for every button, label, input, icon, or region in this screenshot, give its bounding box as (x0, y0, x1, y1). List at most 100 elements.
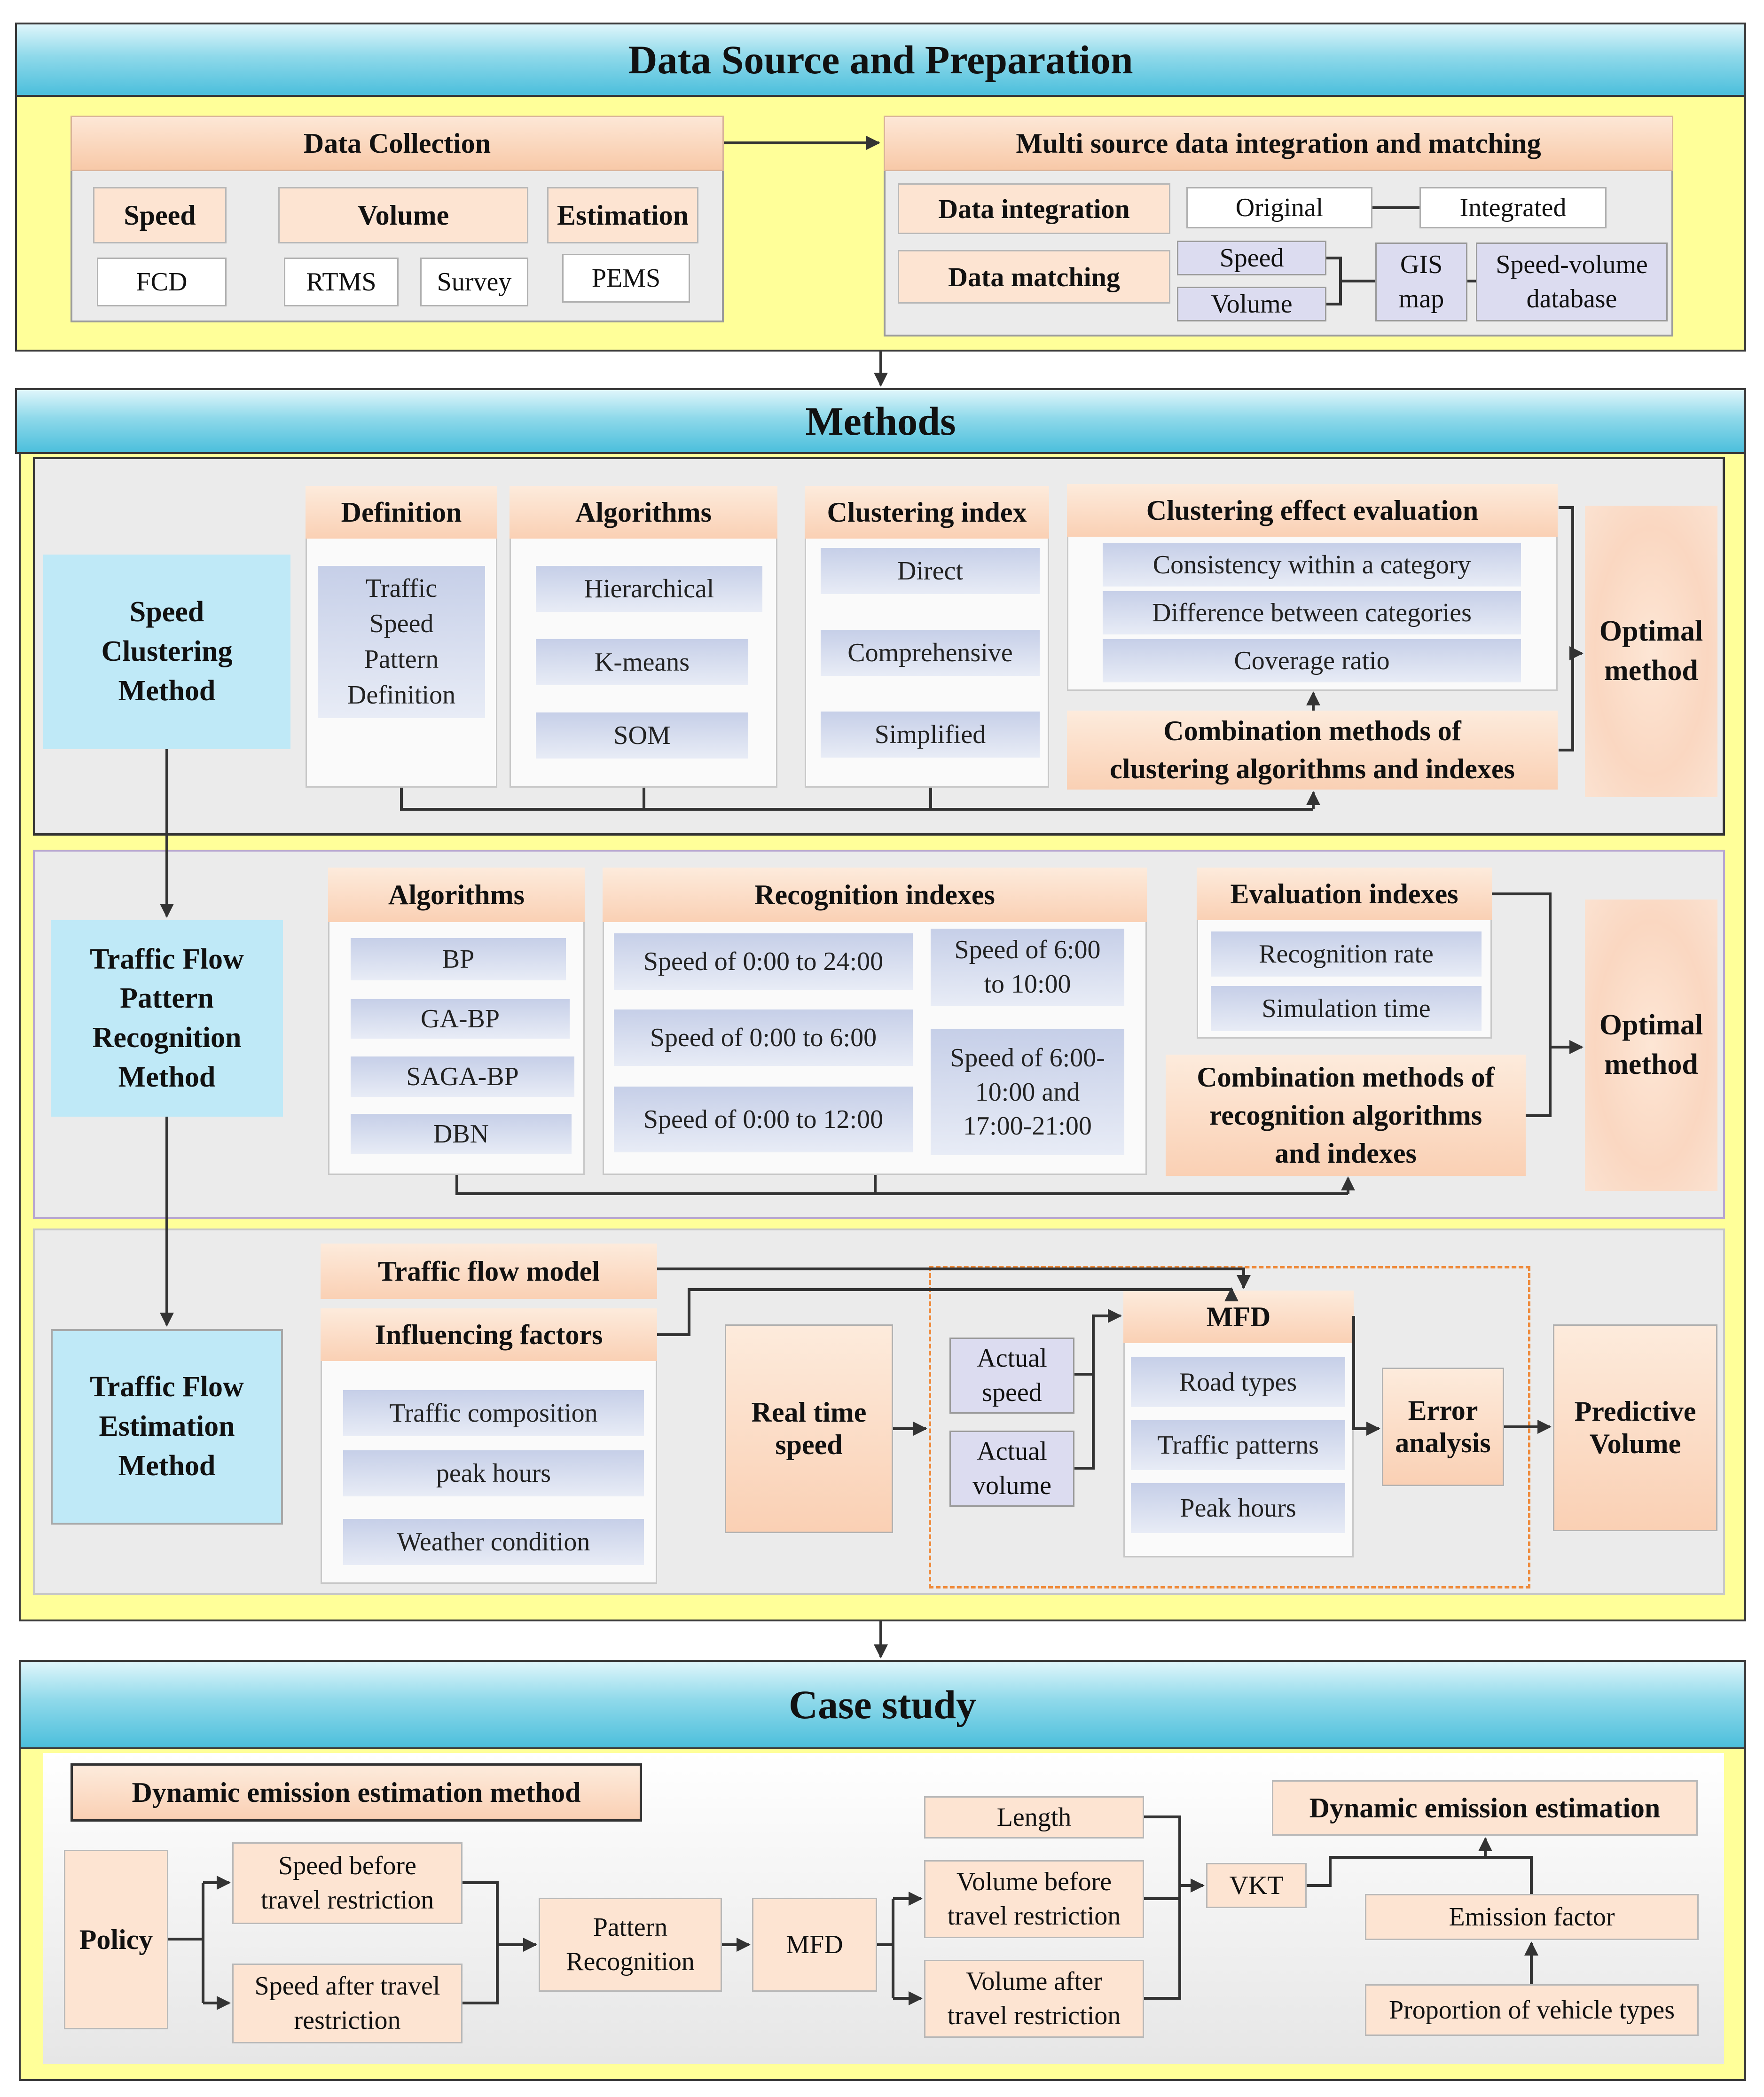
integration-header: Multi source data integration and matchi… (884, 116, 1673, 171)
real-time-speed-box: Real time speed (725, 1324, 893, 1533)
methods-title: Methods (15, 388, 1746, 454)
road-types-box: Road types (1131, 1357, 1345, 1407)
volume-after-line-2: travel restriction (947, 2001, 1121, 2030)
matching-volume-box: Volume (1177, 287, 1326, 321)
em-line-1: Traffic Flow (90, 1371, 244, 1403)
data-collection-header: Data Collection (71, 116, 724, 171)
consistency-box: Consistency within a category (1103, 543, 1521, 587)
estimation-method-box: Traffic Flow Estimation Method (51, 1329, 283, 1525)
predictive-volume-box: Predictive Volume (1553, 1324, 1717, 1531)
data-integration-label: Data integration (898, 183, 1170, 234)
fcd-box: FCD (97, 258, 227, 306)
data-matching-label: Data matching (898, 250, 1170, 304)
bp-box: BP (351, 938, 566, 980)
volume-before-box: Volume before travel restriction (924, 1860, 1144, 1938)
pv-line-1: Predictive (1574, 1396, 1696, 1427)
optimal-method-box-1: Optimal method (1585, 506, 1717, 797)
rm-line-2: Pattern (120, 982, 214, 1015)
actual-volume-line-2: volume (972, 1471, 1051, 1500)
som-box: SOM (536, 712, 748, 759)
database-line-1: Speed-volume (1496, 250, 1648, 280)
original-box: Original (1186, 187, 1372, 228)
actual-speed-box: Actual speed (949, 1338, 1074, 1414)
actual-speed-line-2: speed (982, 1378, 1042, 1407)
optimal-2-line-1: Optimal (1599, 1009, 1703, 1041)
definition-line-3: Pattern (364, 645, 439, 674)
gis-line-2: map (1398, 284, 1444, 313)
difference-box: Difference between categories (1103, 591, 1521, 634)
em-line-3: Method (118, 1449, 216, 1482)
emission-factor-box: Emission factor (1365, 1894, 1699, 1940)
optimal-1-line-2: method (1604, 655, 1698, 687)
rm-line-4: Method (118, 1061, 216, 1093)
gis-line-1: GIS (1400, 250, 1443, 280)
index-6-10-line-2: to 10:00 (984, 970, 1071, 999)
scm-line-3: Method (118, 674, 216, 707)
traffic-flow-model-box: Traffic flow model (321, 1244, 657, 1299)
recognition-combination-box: Combination methods of recognition algor… (1166, 1055, 1526, 1176)
speed-before-box: Speed before travel restriction (232, 1842, 463, 1924)
optimal-method-box-2: Optimal method (1585, 900, 1717, 1191)
index-peak-line-2: 10:00 and (975, 1077, 1080, 1107)
gis-map-box: GIS map (1375, 243, 1467, 321)
algorithms-header: Algorithms (510, 486, 777, 539)
data-source-title: Data Source and Preparation (15, 23, 1746, 97)
dbn-box: DBN (351, 1114, 572, 1154)
weather-condition-box: Weather condition (343, 1519, 644, 1565)
pv-line-2: Volume (1589, 1428, 1681, 1459)
mfd-peak-hours-box: Peak hours (1131, 1483, 1345, 1533)
matching-speed-box: Speed (1177, 241, 1326, 275)
vkt-box: VKT (1206, 1863, 1307, 1908)
rec-combination-line-2: recognition algorithms (1209, 1099, 1482, 1131)
index-6-10-box: Speed of 6:00 to 10:00 (931, 929, 1124, 1006)
speed-before-line-1: Speed before (278, 1851, 416, 1881)
estimation-label: Estimation (547, 187, 698, 243)
speed-volume-database-box: Speed-volume database (1476, 243, 1668, 321)
volume-after-box: Volume after travel restriction (924, 1960, 1144, 2038)
volume-label: Volume (278, 187, 528, 243)
saga-bp-box: SAGA-BP (351, 1056, 574, 1097)
influencing-factors-header: Influencing factors (321, 1308, 657, 1361)
speed-clustering-method-box: Speed Clustering Method (43, 555, 290, 749)
ga-bp-box: GA-BP (351, 999, 570, 1039)
clustering-evaluation-header: Clustering effect evaluation (1067, 484, 1558, 537)
pattern-recognition-line-2: Recognition (566, 1947, 695, 1976)
volume-before-line-2: travel restriction (947, 1901, 1121, 1931)
pattern-recognition-line-1: Pattern (593, 1913, 668, 1942)
actual-volume-box: Actual volume (949, 1431, 1074, 1507)
recognition-method-box: Traffic Flow Pattern Recognition Method (51, 920, 283, 1117)
rts-line-1: Real time (751, 1397, 867, 1428)
case-mfd-box: MFD (752, 1898, 877, 1992)
scm-line-2: Clustering (101, 635, 233, 668)
index-peak-box: Speed of 6:00- 10:00 and 17:00-21:00 (931, 1029, 1124, 1155)
index-peak-line-3: 17:00-21:00 (963, 1111, 1092, 1141)
clustering-index-header: Clustering index (805, 486, 1049, 539)
integrated-box: Integrated (1419, 187, 1607, 228)
definition-line-4: Definition (347, 680, 456, 710)
rec-indexes-header: Recognition indexes (603, 868, 1147, 922)
index-6-10-line-1: Speed of 6:00 (954, 935, 1101, 965)
definition-line-2: Speed (369, 609, 434, 639)
database-line-2: database (1526, 284, 1617, 313)
rec-algorithms-header: Algorithms (328, 868, 585, 922)
pems-box: PEMS (562, 254, 690, 303)
error-analysis-box: Error analysis (1382, 1368, 1504, 1486)
comprehensive-box: Comprehensive (821, 630, 1040, 676)
index-peak-line-1: Speed of 6:00- (950, 1043, 1105, 1072)
traffic-composition-box: Traffic composition (343, 1390, 644, 1436)
scm-line-1: Speed (129, 596, 204, 628)
actual-speed-line-1: Actual (977, 1344, 1047, 1373)
kmeans-box: K-means (536, 639, 748, 685)
em-line-2: Estimation (99, 1410, 235, 1443)
definition-header: Definition (306, 486, 497, 539)
volume-before-line-1: Volume before (956, 1867, 1112, 1897)
actual-volume-line-1: Actual (977, 1437, 1047, 1466)
hierarchical-box: Hierarchical (536, 566, 762, 612)
survey-box: Survey (420, 258, 528, 306)
length-box: Length (924, 1796, 1144, 1839)
case-study-title: Case study (19, 1660, 1746, 1749)
definition-line-1: Traffic (365, 573, 438, 603)
coverage-box: Coverage ratio (1103, 639, 1521, 682)
clustering-combination-box: Combination methods of clustering algori… (1067, 711, 1558, 790)
